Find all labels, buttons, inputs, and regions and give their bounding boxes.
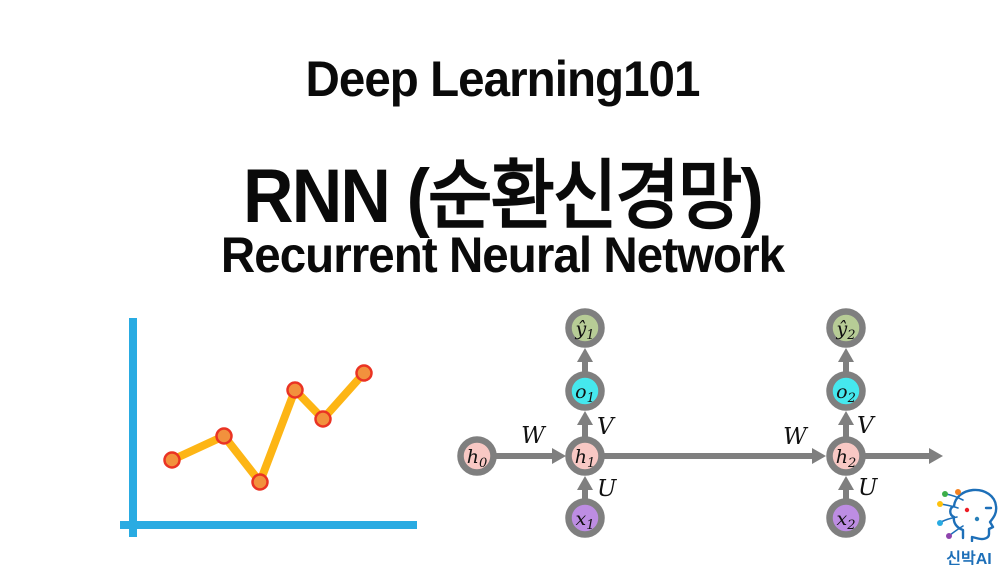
svg-text:h2: h2 bbox=[836, 446, 857, 471]
rnn-node-h0: h0 bbox=[457, 436, 497, 476]
rnn-node-x2: x2 bbox=[826, 498, 866, 538]
chart-data-point bbox=[163, 451, 181, 469]
logo-dot-inner-blue bbox=[974, 516, 980, 522]
svg-text:ŷ2: ŷ2 bbox=[835, 318, 855, 343]
rnn-node-h1: h1 bbox=[565, 436, 605, 476]
logo-dot-red bbox=[964, 507, 970, 513]
logo-dot-blue bbox=[937, 520, 943, 526]
svg-text:h0: h0 bbox=[467, 446, 488, 471]
weight-label-v1: V bbox=[597, 414, 616, 440]
weight-label-u2: U bbox=[858, 475, 879, 501]
weight-label-w2: W bbox=[783, 424, 809, 450]
logo-dot-orange bbox=[955, 489, 961, 495]
chart-line bbox=[168, 369, 368, 486]
sinbak-ai-logo: 신박AI bbox=[933, 486, 1005, 565]
svg-text:x1: x1 bbox=[576, 508, 595, 533]
chart-data-point bbox=[355, 364, 373, 382]
weight-label-w1: W bbox=[521, 423, 547, 449]
svg-text:o1: o1 bbox=[575, 381, 595, 406]
subtitle: Recurrent Neural Network bbox=[220, 227, 785, 283]
logo-text: 신박AI bbox=[946, 551, 992, 565]
logo-dot-green bbox=[942, 491, 948, 497]
chart-data-point bbox=[314, 410, 332, 428]
svg-text:ŷ1: ŷ1 bbox=[574, 318, 594, 343]
weight-label-v2: V bbox=[857, 413, 876, 439]
chart-data-point bbox=[286, 381, 304, 399]
chart-data-point bbox=[215, 427, 233, 445]
rnn-node-y2: ŷ2 bbox=[826, 308, 866, 348]
rnn-node-o2: o2 bbox=[826, 371, 866, 411]
weight-label-u1: U bbox=[597, 476, 618, 502]
kicker-title: Deep Learning101 bbox=[305, 51, 701, 107]
chart-data-point bbox=[251, 473, 269, 491]
line-chart-illustration bbox=[120, 318, 417, 537]
svg-text:o2: o2 bbox=[836, 381, 856, 406]
page-title: RNN (순환신경망) bbox=[243, 154, 764, 239]
rnn-node-y1: ŷ1 bbox=[565, 308, 605, 348]
rnn-node-x1: x1 bbox=[565, 498, 605, 538]
svg-text:h1: h1 bbox=[575, 446, 596, 471]
rnn-node-o1: o1 bbox=[565, 371, 605, 411]
logo-dot-purple bbox=[946, 533, 952, 539]
arrow-h1-h2 bbox=[585, 448, 826, 464]
svg-text:x2: x2 bbox=[837, 508, 856, 533]
rnn-node-h2: h2 bbox=[826, 436, 866, 476]
rnn-diagram: W V U W V U h0 h1 o1 ŷ1 x1 h2 bbox=[457, 308, 943, 538]
brain-head-logo-icon bbox=[937, 488, 998, 543]
logo-dot-yellow bbox=[937, 501, 943, 507]
